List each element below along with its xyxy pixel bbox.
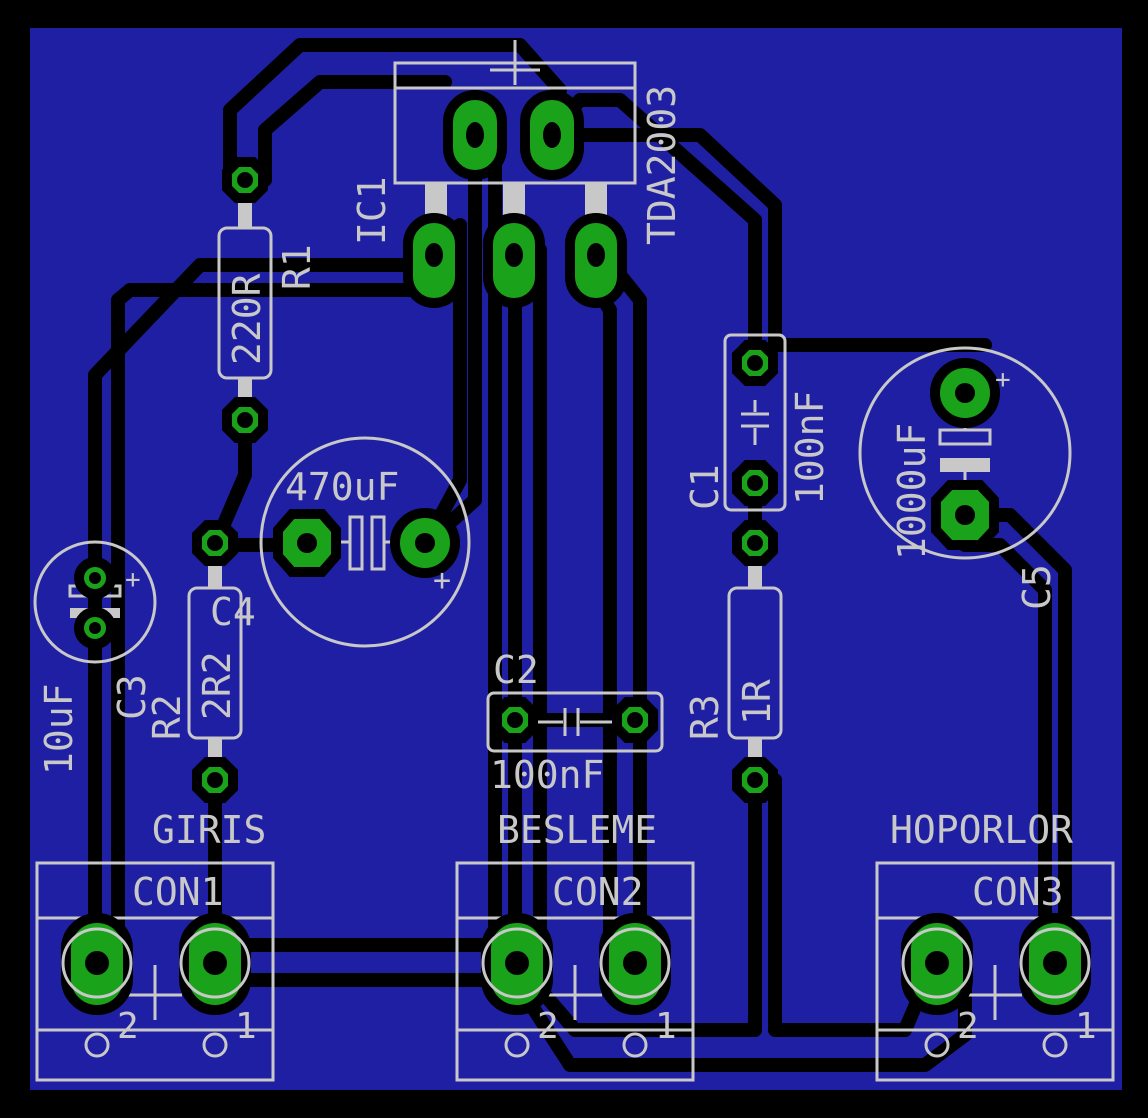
c2-value-label: 100nF <box>490 753 604 797</box>
con1-pin1-label: 1 <box>235 1006 257 1047</box>
con1-pin2-label: 2 <box>117 1006 139 1047</box>
r3-value-label: 1R <box>735 679 779 725</box>
r1-pads <box>222 157 268 443</box>
c2-pads <box>492 697 658 743</box>
con1-outline <box>35 861 275 1082</box>
ic1-pin-pads <box>403 213 627 308</box>
con3-name-label: CON3 <box>972 870 1064 914</box>
c5-value-label: 1000uF <box>890 423 934 560</box>
con1-name-label: CON1 <box>132 870 224 914</box>
con2-pads <box>481 913 671 1015</box>
c4-name-label: C4 <box>210 590 256 634</box>
c5-name-label: C5 <box>1015 564 1059 610</box>
c2-name-label: C2 <box>493 648 539 692</box>
c1-outline <box>723 333 787 512</box>
con3-outline <box>875 861 1115 1082</box>
r3-pads <box>732 520 778 803</box>
con2-label: BESLEME <box>497 808 657 852</box>
c3-polarity-mark: + <box>125 565 141 595</box>
c1-pads <box>732 340 778 506</box>
con2-pin1-label: 1 <box>655 1006 677 1047</box>
con3-pin1-label: 1 <box>1075 1006 1097 1047</box>
r2-value-label: 2R2 <box>195 651 239 720</box>
c1-value-label: 100nF <box>788 391 832 505</box>
c4-pads <box>273 508 460 578</box>
c4-value-label: 470uF <box>285 465 399 509</box>
con2-outline <box>455 861 695 1082</box>
c4-polarity-mark: + <box>433 563 451 598</box>
con3-label: HOPORLOR <box>890 808 1073 852</box>
c3-value-label: 10uF <box>37 683 81 775</box>
ic1-outline <box>393 40 637 223</box>
con2-name-label: CON2 <box>552 870 644 914</box>
con1-pads <box>61 913 251 1015</box>
c5-polarity-mark: + <box>995 365 1011 395</box>
con2-pin2-label: 2 <box>537 1006 559 1047</box>
r3-name-label: R3 <box>683 694 727 740</box>
c1-name-label: C1 <box>683 464 727 510</box>
c5-pads <box>930 358 1000 550</box>
con3-pin2-label: 2 <box>957 1006 979 1047</box>
ic1-value-label: TDA2003 <box>640 85 684 245</box>
ic1-name-label: IC1 <box>350 176 394 245</box>
ic1-tab-pads <box>443 90 584 180</box>
con3-pads <box>901 913 1091 1015</box>
r2-pads <box>192 520 238 803</box>
c3-pads <box>74 557 116 649</box>
c2-outline <box>486 691 664 753</box>
r1-value-label: 220R <box>225 273 269 365</box>
c3-name-label: C3 <box>110 674 154 720</box>
r2-name-label: R2 <box>145 694 189 740</box>
con1-label: GIRIS <box>152 808 266 852</box>
r1-name-label: R1 <box>275 244 319 290</box>
